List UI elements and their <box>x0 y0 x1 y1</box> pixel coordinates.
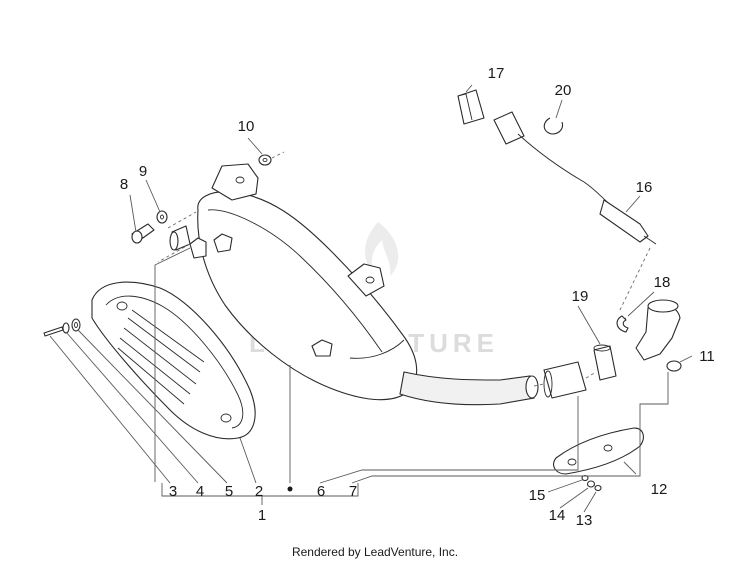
exhaust-elbow[interactable] <box>616 299 681 361</box>
pipe-guard[interactable] <box>553 427 644 475</box>
assembly-dot <box>287 486 293 492</box>
callout-10: 10 <box>238 118 255 135</box>
lambda-sensor[interactable] <box>493 111 657 245</box>
callout-14: 14 <box>549 507 566 524</box>
pipe-sleeve[interactable] <box>543 361 587 399</box>
callout-18-ref: 20 <box>555 82 572 99</box>
leader-lines <box>49 84 693 513</box>
callout-6: 6 <box>317 483 325 500</box>
callout-8: 8 <box>120 176 128 193</box>
sensor-cap[interactable] <box>457 89 485 125</box>
callout-1: 1 <box>258 507 266 524</box>
callout-2: 2 <box>255 483 263 500</box>
heat-shield[interactable] <box>91 281 256 440</box>
callout-17: 17 <box>488 65 505 82</box>
callout-16: 16 <box>636 179 653 196</box>
callout-11: 11 <box>699 348 715 365</box>
footer-credit: Rendered by LeadVenture, Inc. <box>292 545 458 559</box>
flame-logo-icon <box>365 222 399 278</box>
callout-4: 4 <box>196 483 204 500</box>
callout-19: 19 <box>572 288 589 305</box>
nut[interactable] <box>258 154 272 166</box>
callout-7: 7 <box>349 483 357 500</box>
callout-9: 9 <box>139 163 147 180</box>
callout-3: 3 <box>169 483 177 500</box>
callout-5: 5 <box>225 483 233 500</box>
callout-labels: 1 2 3 4 5 6 7 8 9 10 11 12 13 14 15 16 1… <box>120 65 715 529</box>
retaining-ring[interactable] <box>543 117 564 135</box>
guard-screws[interactable] <box>581 474 602 492</box>
callout-12: 12 <box>651 481 668 498</box>
shield-fasteners[interactable] <box>43 318 81 337</box>
flange-nut[interactable] <box>666 360 682 372</box>
silencer-body[interactable] <box>169 163 539 406</box>
callout-15: 15 <box>529 487 546 504</box>
bolt-and-washer[interactable] <box>131 210 168 244</box>
gasket[interactable] <box>593 344 617 381</box>
callout-18: 18 <box>654 274 671 291</box>
callout-13: 13 <box>576 512 593 529</box>
